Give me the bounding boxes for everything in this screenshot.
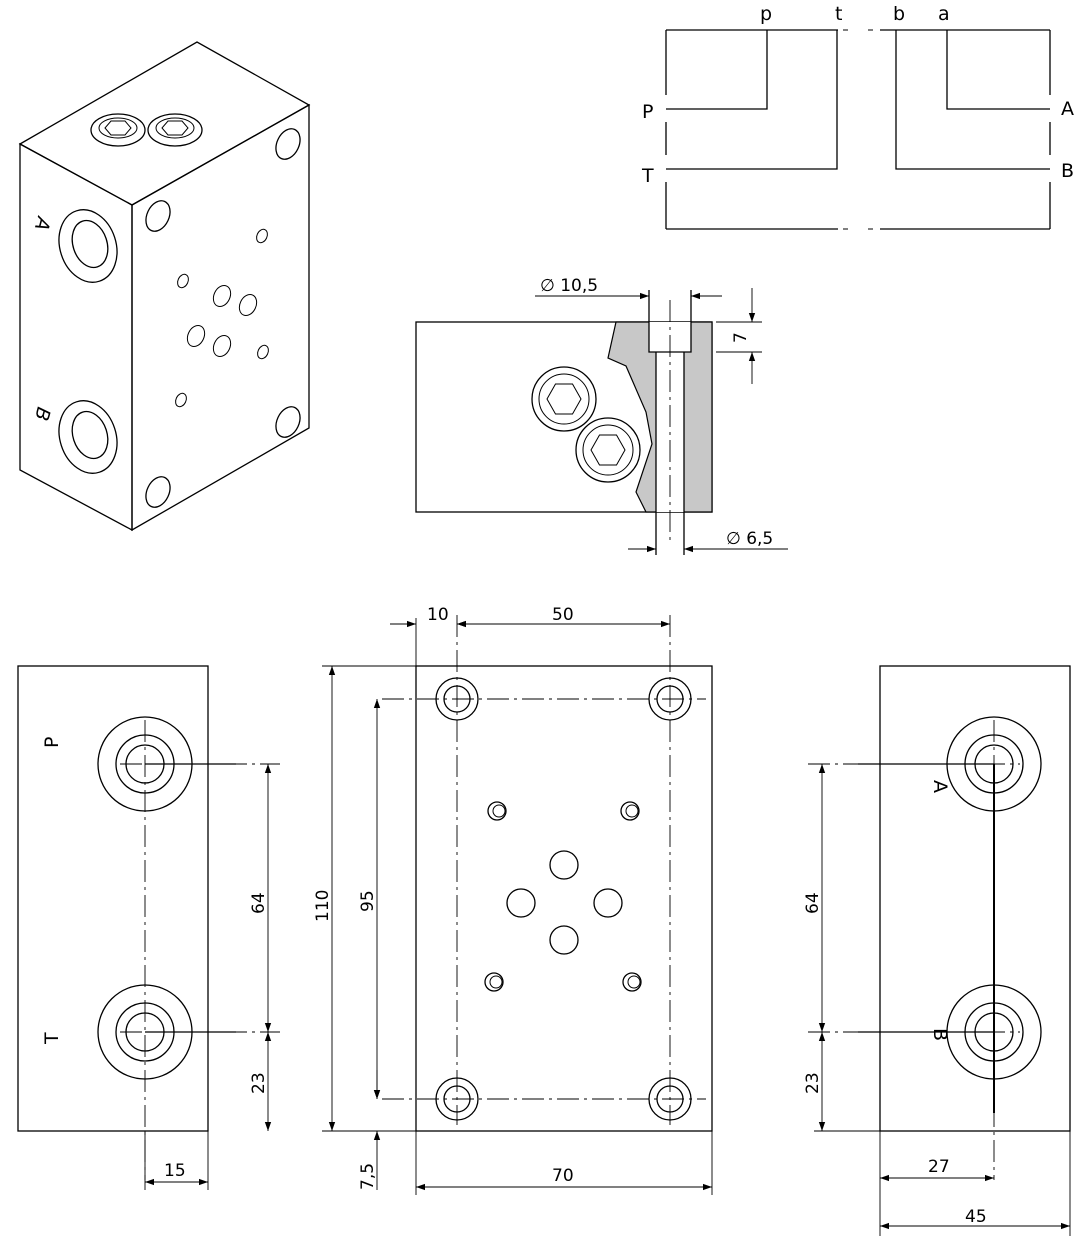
front-dim-110: 110 <box>313 890 333 922</box>
dim-hole-diameter: ∅ 6,5 <box>726 529 773 549</box>
iso-right-face <box>131 103 310 532</box>
iso-face-holes <box>145 128 301 508</box>
dim-counterbore-diameter: ∅ 10,5 <box>540 276 598 296</box>
right-port-label-a: A <box>929 780 951 793</box>
iso-port-b <box>58 400 118 474</box>
left-dim-15: 15 <box>164 1161 186 1181</box>
iso-top-screw <box>147 113 203 147</box>
left-side-view: P T 64 23 15 <box>17 665 280 1190</box>
left-port-label-p: P <box>41 737 63 748</box>
iso-label-b: B <box>30 405 55 423</box>
right-dim-45: 45 <box>965 1207 987 1227</box>
iso-top-screw <box>90 113 146 147</box>
left-dim-23: 23 <box>249 1072 269 1094</box>
section-view: ∅ 10,5 7 ∅ 6,5 <box>415 276 788 555</box>
front-dim-95: 95 <box>358 890 378 912</box>
isometric-view: A B <box>18 41 311 532</box>
schematic-port-p-lower: p <box>760 3 772 25</box>
iso-label-a: A <box>30 213 55 233</box>
schematic-port-a-lower: a <box>938 3 950 25</box>
port-schematic: p t b a P T A B <box>641 3 1074 230</box>
section-screw <box>531 366 597 432</box>
right-port-label-b: B <box>929 1028 951 1041</box>
front-dim-50: 50 <box>552 605 574 625</box>
front-dim-70: 70 <box>552 1166 574 1186</box>
schematic-port-t: T <box>641 165 654 187</box>
front-view: 10 50 110 95 7,5 70 <box>313 605 713 1195</box>
left-port-label-t: T <box>41 1032 63 1045</box>
schematic-port-b-lower: b <box>893 3 905 25</box>
front-valve-pattern <box>484 801 642 992</box>
right-dim-27: 27 <box>928 1157 950 1177</box>
front-dim-7-5: 7,5 <box>358 1163 378 1190</box>
right-dim-64: 64 <box>803 892 823 914</box>
schematic-port-b: B <box>1061 160 1074 182</box>
iso-left-face <box>19 142 133 532</box>
right-dim-23: 23 <box>803 1072 823 1094</box>
schematic-port-t-lower: t <box>835 3 842 25</box>
schematic-port-p: P <box>642 101 653 123</box>
dim-counterbore-depth: 7 <box>731 332 751 343</box>
front-mount-holes <box>435 677 692 1121</box>
section-screw <box>575 417 641 483</box>
front-dim-10: 10 <box>427 605 449 625</box>
iso-port-a <box>58 209 118 283</box>
schematic-port-a: A <box>1061 98 1074 120</box>
left-dim-64: 64 <box>249 892 269 914</box>
right-side-view: A B 64 23 27 45 <box>803 665 1071 1236</box>
iso-top-face <box>18 41 311 206</box>
